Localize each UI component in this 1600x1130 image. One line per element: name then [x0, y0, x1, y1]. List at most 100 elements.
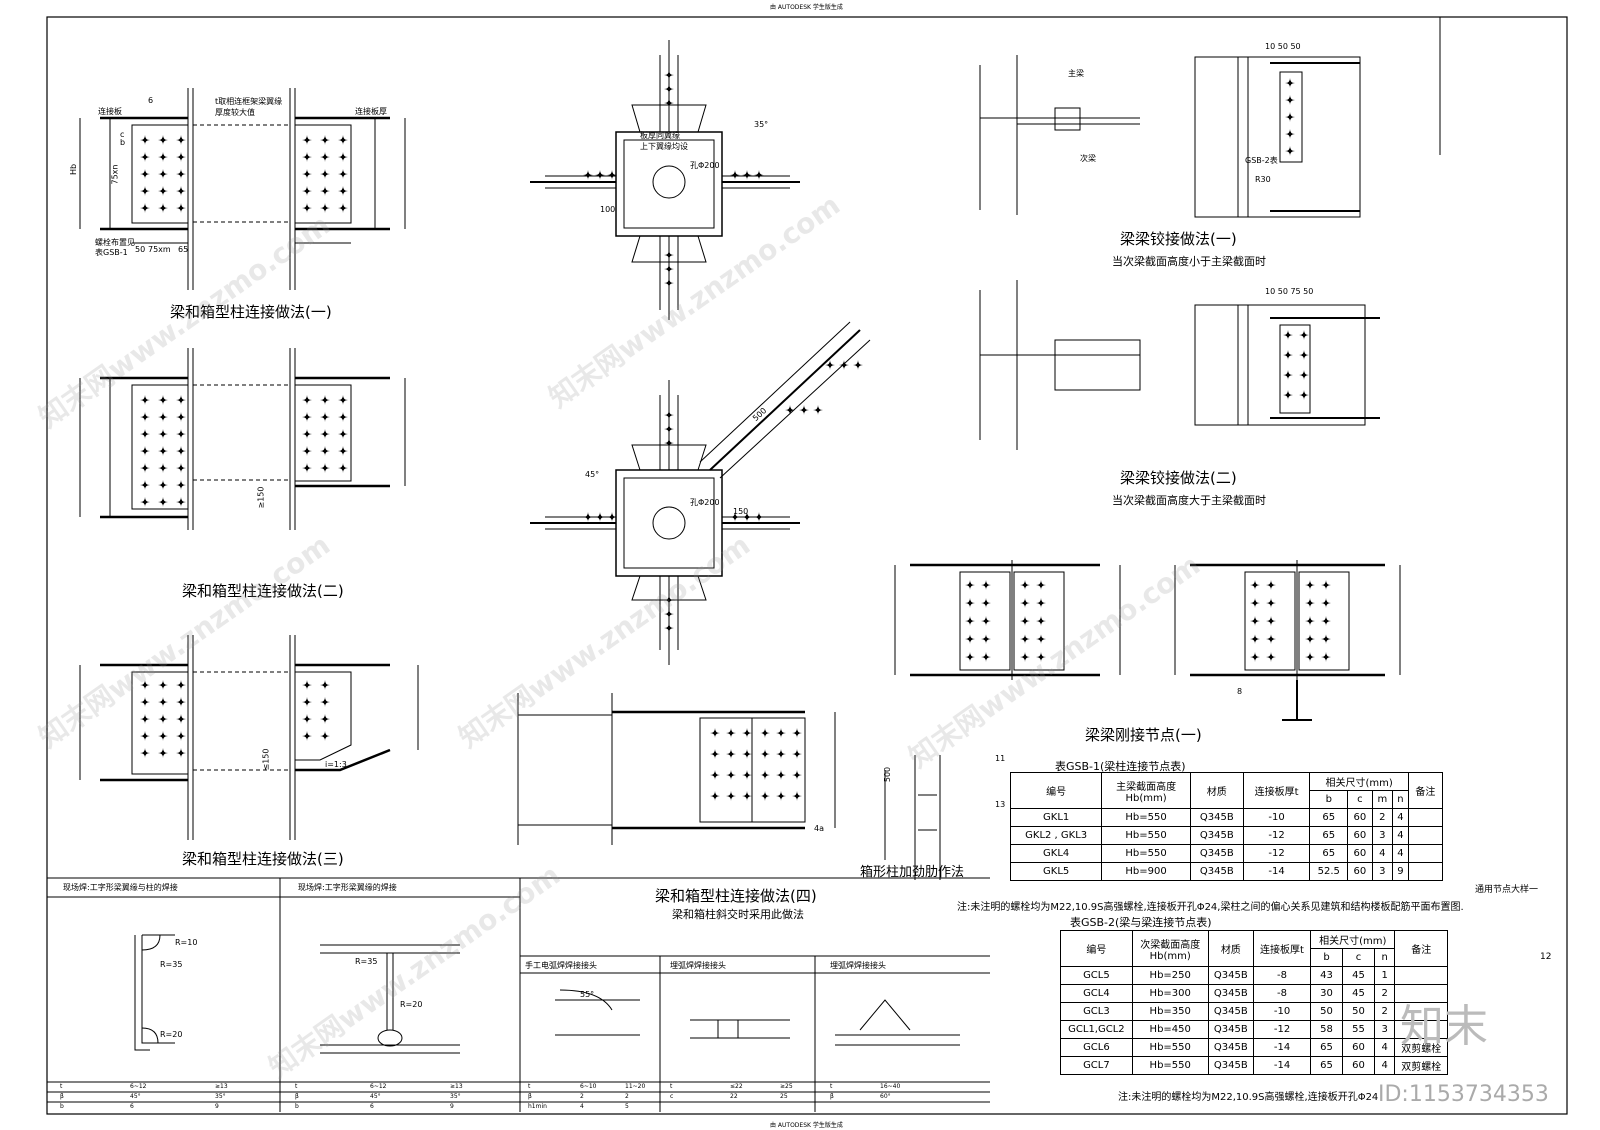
weld-param-cell: t — [830, 1083, 833, 1090]
weld-param-cell: 9 — [450, 1103, 454, 1110]
gsb1-h-m: m — [1371, 790, 1394, 809]
bolt-icon — [158, 395, 168, 405]
bolt-icon — [726, 791, 736, 801]
bolt-icon — [1266, 652, 1276, 662]
page-number: 12 — [1540, 952, 1552, 962]
gsb1-cell: 2 — [1371, 808, 1394, 827]
bolt-icon — [140, 169, 150, 179]
bolt-icon — [140, 135, 150, 145]
weld-param-cell: h1min — [528, 1103, 547, 1110]
label-c: c — [120, 130, 125, 139]
gsb2-cell: GCL5 — [1060, 966, 1133, 985]
gsb1-cell: -12 — [1242, 844, 1311, 863]
bolt-icon — [710, 728, 720, 738]
bolt-icon — [158, 748, 168, 758]
bolt-icon — [1036, 580, 1046, 590]
bolt-icon — [664, 438, 674, 448]
weld-r35-2: R=35 — [355, 957, 378, 966]
weld-param-cell: t — [670, 1083, 673, 1090]
bolt-icon — [1305, 634, 1315, 644]
bolt-icon — [320, 203, 330, 213]
bolt-icon — [1020, 616, 1030, 626]
bolt-icon — [1285, 112, 1295, 122]
bolt-icon — [320, 169, 330, 179]
bolt-icon — [760, 728, 770, 738]
bolt-icon — [302, 135, 312, 145]
gsb2-cell: 50 — [1341, 1002, 1375, 1021]
bolt-icon — [583, 170, 593, 180]
bolt-icon — [965, 580, 975, 590]
gsb2-cell: -8 — [1252, 966, 1312, 985]
gsb2-cell: 55 — [1341, 1020, 1375, 1039]
label-sec-beam: 次梁 — [1080, 154, 1096, 163]
bolt-icon — [776, 728, 786, 738]
title-box-col-2: 梁和箱型柱连接做法(二) — [182, 582, 344, 600]
weld-param-cell: 6~10 — [580, 1083, 597, 1090]
detail-beam-rigid-1b — [1174, 560, 1401, 721]
bolt-icon — [158, 731, 168, 741]
label-dim-10-50-50: 10 50 50 — [1265, 42, 1301, 51]
bolt-icon — [140, 395, 150, 405]
gsb1-cell — [1407, 808, 1444, 827]
title-box-col-1: 梁和箱型柱连接做法(一) — [170, 303, 332, 321]
weld-r20: R=20 — [160, 1030, 183, 1039]
bolt-icon — [158, 480, 168, 490]
gsb1-cell: GKL1 — [1009, 808, 1103, 827]
weld-param-cell: β — [830, 1093, 834, 1100]
bolt-icon — [1020, 634, 1030, 644]
title-beam-hinge-1: 梁梁铰接做法(一) — [1120, 230, 1237, 248]
gsb1-h-material: 材质 — [1189, 772, 1244, 809]
bolt-icon — [1020, 598, 1030, 608]
bolt-icon — [726, 770, 736, 780]
tag-11: 11 — [995, 754, 1006, 763]
gsb2-h-remark: 备注 — [1394, 930, 1448, 967]
bolt-icon — [664, 623, 674, 633]
gsb2-cell: Hb=550 — [1131, 1056, 1209, 1075]
gsb1-cell: 65 — [1309, 826, 1349, 845]
bolt-icon — [776, 770, 786, 780]
bolt-icon — [1299, 350, 1309, 360]
bolt-icon — [302, 152, 312, 162]
bolt-icon — [302, 412, 312, 422]
bolt-icon — [825, 360, 835, 370]
bolt-icon — [664, 278, 674, 288]
bolt-icon — [792, 791, 802, 801]
gsb1-cell: 60 — [1347, 808, 1373, 827]
bolt-icon — [813, 405, 823, 415]
bolt-icon — [839, 360, 849, 370]
bolt-icon — [595, 170, 605, 180]
gsb2-cell: Q345B — [1207, 1056, 1254, 1075]
gsb1-cell: GKL2 , GKL3 — [1009, 826, 1103, 845]
tag-8: 8 — [1237, 687, 1243, 696]
bolt-icon — [1266, 634, 1276, 644]
bolt-icon — [664, 595, 674, 605]
bolt-icon — [158, 152, 168, 162]
gsb1-h-dims: 相关尺寸(mm) — [1309, 772, 1409, 791]
bolt-icon — [140, 748, 150, 758]
bolt-icon — [1283, 350, 1293, 360]
bolt-icon — [742, 749, 752, 759]
weld-param-cell: t — [528, 1083, 531, 1090]
bolt-icon — [176, 203, 186, 213]
bolt-icon — [176, 152, 186, 162]
gsb2-cell: GCL1,GCL2 — [1060, 1020, 1133, 1039]
label-50: 50 — [135, 245, 146, 254]
weld-param-cell: 6~12 — [130, 1083, 147, 1090]
bolt-icon — [1321, 652, 1331, 662]
weld-param-cell: ≥13 — [450, 1083, 463, 1090]
bolt-markers — [140, 70, 1331, 801]
label-le150: ≤150 — [261, 748, 271, 771]
bolt-icon — [338, 186, 348, 196]
label-stiff-notes: t取相连框架梁翼缘 厚度较大值 — [215, 97, 283, 117]
weld-param-cell: 6 — [130, 1103, 134, 1110]
bolt-icon — [583, 512, 593, 522]
gsb1-h-id: 编号 — [1009, 772, 1103, 809]
bolt-icon — [176, 731, 186, 741]
bolt-icon — [140, 497, 150, 507]
gsb2-h-id: 编号 — [1060, 930, 1133, 967]
bolt-icon — [320, 412, 330, 422]
